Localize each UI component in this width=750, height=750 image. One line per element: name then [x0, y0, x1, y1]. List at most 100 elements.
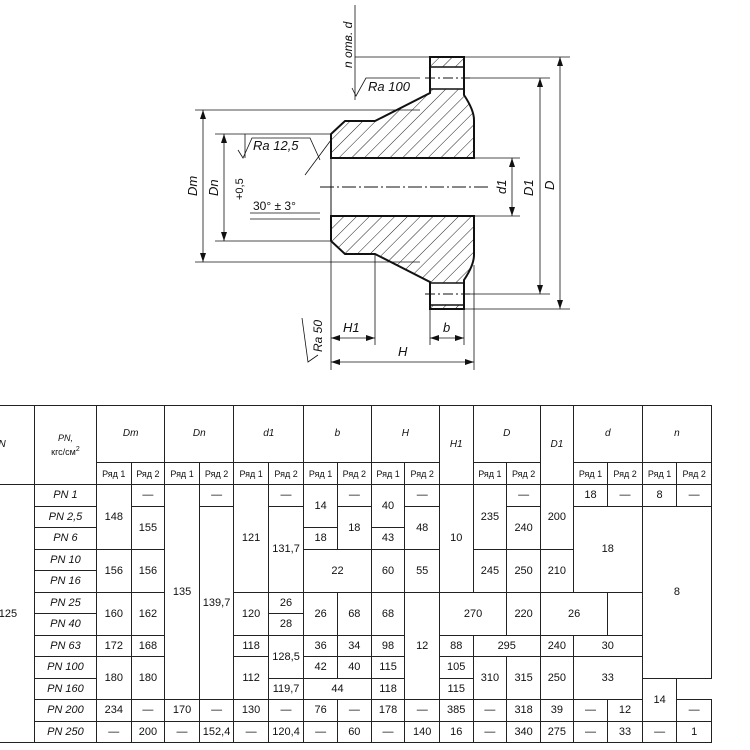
table-cell: —	[130, 484, 166, 507]
header-n: n	[641, 405, 713, 463]
header-row2: Ряд 2	[130, 462, 166, 485]
table-cell: 310	[472, 656, 508, 700]
header-row1: Ряд 1	[303, 462, 338, 485]
table-cell: 8	[641, 505, 713, 679]
table-cell: 18	[303, 527, 338, 550]
flange-drawing: n отв. d Ra 100 Ra 12,5 +0,5 30° ± 3° Dm…	[185, 5, 570, 370]
table-cell: 318	[506, 699, 541, 722]
table-cell: 130	[233, 699, 269, 722]
pn-cell: PN 250	[33, 720, 98, 743]
table-cell: 30	[572, 634, 643, 657]
table-cell: 18	[336, 505, 372, 550]
table-cell: 68	[336, 591, 372, 636]
pn-cell: PN 63	[33, 634, 98, 657]
table-cell: —	[572, 720, 609, 743]
table-cell: 340	[506, 720, 541, 743]
table-cell: 140	[404, 720, 440, 743]
table-cell: 10	[438, 484, 474, 593]
table-cell: 148	[96, 484, 132, 550]
header-D: D	[472, 405, 541, 463]
table-cell: 245	[472, 548, 508, 593]
table-cell: 60	[336, 720, 372, 743]
pn-cell: PN 160	[33, 677, 98, 700]
table-cell: 119,7	[267, 677, 305, 700]
table-cell: 200	[130, 720, 166, 743]
table-cell: 33	[607, 720, 643, 743]
table-cell: 26	[539, 591, 609, 636]
table-cell: 168	[130, 634, 166, 657]
table-cell: —	[676, 699, 712, 722]
pn-cell: PN 10	[33, 548, 98, 571]
header-row2: Ряд 2	[198, 462, 235, 485]
header-pn: PN,кгс/см2	[33, 405, 98, 485]
label-tolerance: +0,5	[234, 178, 246, 200]
table-cell: 1	[676, 720, 712, 743]
table-cell: 120	[233, 591, 269, 636]
table-cell: 115	[438, 677, 474, 700]
table-cell: 12	[404, 591, 440, 700]
table-cell: —	[506, 484, 541, 507]
table-cell: —	[404, 699, 440, 722]
table-cell: —	[641, 720, 678, 743]
label-Dm: Dm	[185, 176, 200, 196]
table-cell: 36	[303, 634, 338, 657]
table-cell: —	[164, 720, 200, 743]
table-cell: 220	[506, 591, 541, 636]
table-cell: 60	[370, 548, 406, 593]
table-cell: 115	[370, 656, 406, 679]
header-b: b	[303, 405, 372, 463]
table-cell: 42	[303, 656, 338, 679]
header-h1: H1	[438, 405, 474, 485]
table-cell: 98	[370, 634, 406, 657]
header-row1: Ряд 1	[96, 462, 132, 485]
header-row1: Ряд 1	[233, 462, 269, 485]
table-cell: 76	[303, 699, 338, 722]
table-cell: —	[472, 699, 508, 722]
table-cell: —	[96, 720, 132, 743]
table-cell: 250	[539, 656, 574, 700]
table-cell: 68	[370, 591, 406, 636]
pn-cell: PN 25	[33, 591, 98, 614]
pn-cell: PN 2,5	[33, 505, 98, 528]
header-D1: D1	[539, 405, 574, 485]
label-ra125: Ra 12,5	[253, 138, 299, 153]
table-cell: 200	[539, 484, 574, 550]
table-cell: —	[198, 699, 235, 722]
label-H: H	[398, 344, 408, 359]
header-row2: Ряд 2	[404, 462, 440, 485]
header-row1: Ряд 1	[164, 462, 200, 485]
table-cell: 131,7	[267, 505, 305, 593]
label-angle: 30° ± 3°	[253, 199, 296, 213]
table-cell: 172	[96, 634, 132, 657]
table-cell: 14	[641, 677, 678, 722]
label-D: D	[542, 181, 557, 190]
table-cell: 34	[336, 634, 372, 657]
table-cell: 234	[96, 699, 132, 722]
header-row1: Ряд 1	[370, 462, 406, 485]
table-cell: 39	[539, 699, 574, 722]
header-row1: Ряд 1	[472, 462, 508, 485]
header-dn-col: Dn	[164, 405, 235, 463]
table-cell: —	[370, 720, 406, 743]
table-cell: 270	[438, 591, 508, 636]
dn-value: DN 125	[0, 484, 35, 743]
table-cell: —	[336, 484, 372, 507]
pn-cell: PN 40	[33, 613, 98, 636]
header-row2: Ряд 2	[336, 462, 372, 485]
table-cell: 295	[472, 634, 541, 657]
header-h: H	[370, 405, 440, 463]
table-cell: —	[303, 720, 338, 743]
label-H1: H1	[343, 320, 360, 335]
table-cell: 26	[303, 591, 338, 636]
table-cell: —	[233, 720, 269, 743]
table-cell: 155	[130, 505, 166, 550]
table-cell: 250	[506, 548, 541, 593]
table-cell: 180	[130, 656, 166, 700]
table-cell: 240	[506, 505, 541, 550]
table-cell: —	[198, 484, 235, 507]
pn-cell: PN 16	[33, 570, 98, 593]
label-ra50: Ra 50	[311, 320, 325, 352]
label-Dn: Dn	[206, 179, 221, 196]
table-cell: 8	[641, 484, 678, 507]
header-row2: Ряд 2	[267, 462, 305, 485]
